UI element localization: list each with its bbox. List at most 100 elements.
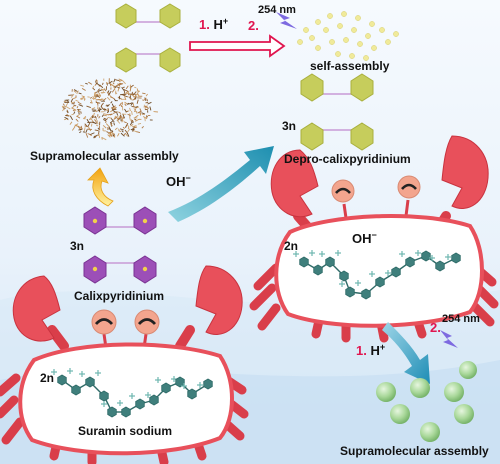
aggregate-fibre <box>65 106 71 110</box>
aggregate-fibre <box>134 118 137 121</box>
suramin-ring <box>313 264 323 276</box>
aggregate-fibre <box>130 97 133 101</box>
aggregate-fibre <box>147 101 152 105</box>
aggregate-fibre <box>94 135 97 139</box>
aggregate-fibre <box>92 87 96 91</box>
aggregate-fibre <box>106 131 109 133</box>
aggregate-fibre <box>128 96 131 99</box>
aggregate-fibre <box>124 96 127 101</box>
aggregate-fibre <box>123 132 126 136</box>
orange-curved-arrow <box>87 167 114 207</box>
suramin-ring <box>99 390 109 402</box>
aggregate-fibre <box>93 96 97 100</box>
aggregate-fibre <box>110 122 113 126</box>
suramin-ring <box>339 270 349 282</box>
aggregate-fibre <box>114 115 119 119</box>
left-assembly-label: Supramolecular assembly <box>30 149 179 163</box>
top-step2-number: 2. <box>248 18 259 33</box>
top-step1-charge: + <box>222 16 229 26</box>
aggregate-fibre <box>106 110 109 114</box>
aggregate-fibre <box>80 111 82 114</box>
aggregate-fibre <box>72 110 76 112</box>
aggregate-fibre <box>105 120 107 123</box>
aggregate-fibre <box>133 127 135 131</box>
aggregate-fibre <box>69 121 73 125</box>
aggregate-fibre <box>121 87 125 92</box>
aggregate-fibre <box>143 105 148 108</box>
aggregate-fibre <box>121 130 124 133</box>
right-uv-label: 254 nm <box>442 313 480 325</box>
aggregate-fibre <box>91 107 96 110</box>
aggregate-fibre <box>79 131 82 134</box>
aggregate-fibre <box>71 126 76 131</box>
aggregate-fibre <box>144 117 146 122</box>
aggregate-fibre <box>124 108 127 113</box>
aggregate-fibre <box>116 86 121 89</box>
right-step2-number: 2. <box>430 320 441 335</box>
aggregate-fibre <box>127 126 130 130</box>
aggregate-fibre <box>70 101 76 104</box>
aggregate-fibre <box>122 113 125 119</box>
aggregate-fibre <box>87 122 91 128</box>
aggregate-fibre <box>83 117 86 120</box>
right-crab-reagent-label: OH− <box>352 230 377 246</box>
aggregate-fibre <box>92 95 95 99</box>
suramin-ring <box>451 252 461 264</box>
aggregate-fibre <box>107 116 112 119</box>
suramin-ring <box>421 250 431 262</box>
aggregate-fibre <box>84 123 88 127</box>
aggregate-fibre <box>71 105 75 109</box>
aggregate-fibre <box>85 132 89 138</box>
suramin-ring <box>361 288 371 300</box>
aggregate-fibre <box>130 128 134 131</box>
aggregate-fibre <box>62 103 65 106</box>
suramin-ring <box>405 256 415 268</box>
aggregate-fibre <box>127 93 130 96</box>
aggregate-fibre <box>76 90 79 95</box>
blue-down-arrow <box>382 322 430 384</box>
aggregate-fibre <box>135 106 140 109</box>
aggregate-fibre <box>112 133 115 137</box>
aggregate-fibre <box>113 116 118 120</box>
aggregate-fibre <box>61 106 65 111</box>
aggregate-fibre <box>139 112 142 115</box>
aggregate-fibre <box>135 93 138 96</box>
aggregate-fibre <box>80 97 85 100</box>
aggregate-fibre <box>98 98 104 101</box>
suramin-ring <box>57 374 67 386</box>
aggregate-fibre <box>124 129 129 134</box>
aggregate-fibre <box>122 86 125 88</box>
suramin-molecule-right <box>293 250 461 300</box>
aggregate-fibre <box>75 113 81 117</box>
aggregate-fibre <box>114 127 118 131</box>
aggregate-fibre <box>97 108 102 112</box>
aggregate-fibre <box>127 128 131 133</box>
aggregate-fibre <box>92 112 95 117</box>
aggregate-fibre <box>95 101 101 104</box>
aggregate-fibre <box>119 93 125 96</box>
aggregate-fibre <box>117 117 120 121</box>
aggregate-fibre <box>94 91 97 97</box>
aggregate-fibre <box>128 102 133 105</box>
aggregate-fibre <box>97 88 100 92</box>
right-crab-charge: − <box>371 230 377 240</box>
aggregate-fibre <box>130 102 134 106</box>
left-macrocycle-label: Calixpyridinium <box>74 289 165 303</box>
aggregate-fibre <box>137 123 142 125</box>
aggregate-fibre <box>110 96 115 100</box>
aggregate-fibre <box>142 116 148 120</box>
aggregate-fibre <box>73 89 78 92</box>
aggregate-fibre <box>91 115 93 119</box>
aggregate-fibre <box>136 99 139 104</box>
aggregate-fibre <box>108 94 112 99</box>
aggregate-fibre <box>96 101 99 106</box>
suramin-ring <box>391 266 401 278</box>
aggregate-fibre <box>111 132 115 135</box>
aggregate-fibre <box>88 81 93 85</box>
aggregate-fibre <box>144 105 147 110</box>
aggregate-fibre <box>115 92 118 94</box>
aggregate-fibre <box>130 119 133 123</box>
middle-reagent-label: OH− <box>166 174 191 189</box>
aggregate-fibre <box>106 83 109 86</box>
